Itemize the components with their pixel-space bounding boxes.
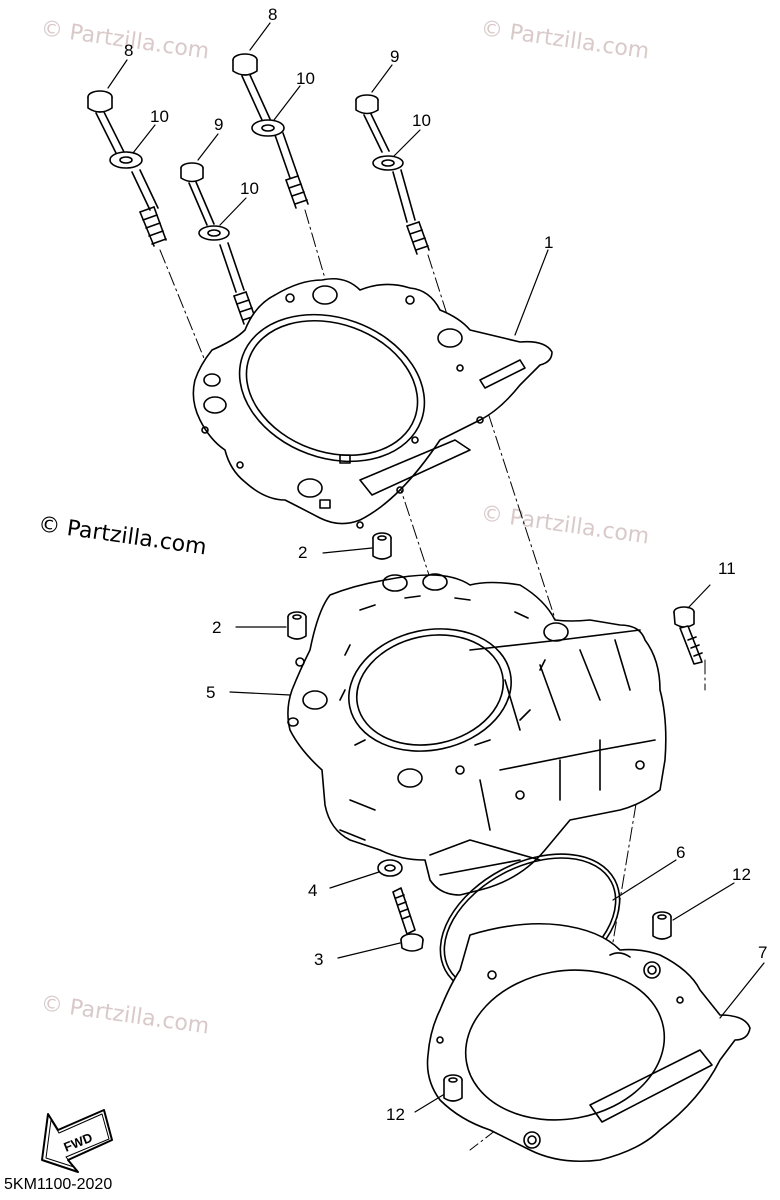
washer-10-left-lower (199, 226, 229, 240)
callout-8-left: 8 (124, 41, 133, 60)
callout-2-lower: 2 (212, 618, 221, 637)
bolt-9-left (181, 163, 256, 324)
cylinder-block (288, 574, 666, 895)
base-gasket (428, 924, 751, 1162)
dowel-pin-lower (288, 612, 306, 639)
dowel-pin-upper (373, 533, 391, 559)
bolt-11 (674, 607, 702, 664)
leader-lines (108, 23, 764, 1112)
bolt-9-right (356, 95, 429, 254)
bolt-3 (393, 888, 423, 951)
callout-11: 11 (718, 559, 736, 578)
callout-10-right: 10 (412, 111, 431, 130)
callout-3: 3 (314, 950, 323, 969)
callout-9-right: 9 (390, 47, 399, 66)
callout-numbers: 8 10 8 10 9 10 9 10 1 2 2 5 4 3 6 7 11 1… (124, 5, 767, 1124)
washer-10-right (373, 156, 403, 170)
callout-10-center: 10 (296, 69, 315, 88)
dowel-pin-12-left (444, 1075, 462, 1101)
washer-10-left (110, 152, 142, 168)
callout-7: 7 (758, 943, 767, 962)
callout-1: 1 (544, 233, 553, 252)
fwd-arrow-icon (42, 1110, 112, 1172)
callout-9-left: 9 (214, 115, 223, 134)
bolt-8-center (233, 54, 308, 208)
callout-12-right: 12 (732, 865, 751, 884)
callout-10-left: 10 (150, 107, 169, 126)
callout-5: 5 (206, 683, 215, 702)
watermark-2: © Partzilla.com (479, 16, 651, 64)
callout-6: 6 (676, 843, 685, 862)
head-gasket (193, 279, 552, 528)
washer-10-center (252, 120, 284, 136)
callout-10-left-lower: 10 (240, 179, 259, 198)
callout-8-center: 8 (268, 5, 277, 24)
washer-4 (378, 860, 402, 876)
watermark-3: © Partzilla.com (479, 501, 651, 549)
callout-4: 4 (308, 881, 317, 900)
callout-2-upper: 2 (298, 543, 307, 562)
dowel-pin-12-right (653, 912, 671, 939)
diagram-code: 5KM1100-2020 (4, 1176, 113, 1193)
callout-12-left: 12 (386, 1105, 405, 1124)
watermark-4: © Partzilla.com (39, 991, 211, 1039)
